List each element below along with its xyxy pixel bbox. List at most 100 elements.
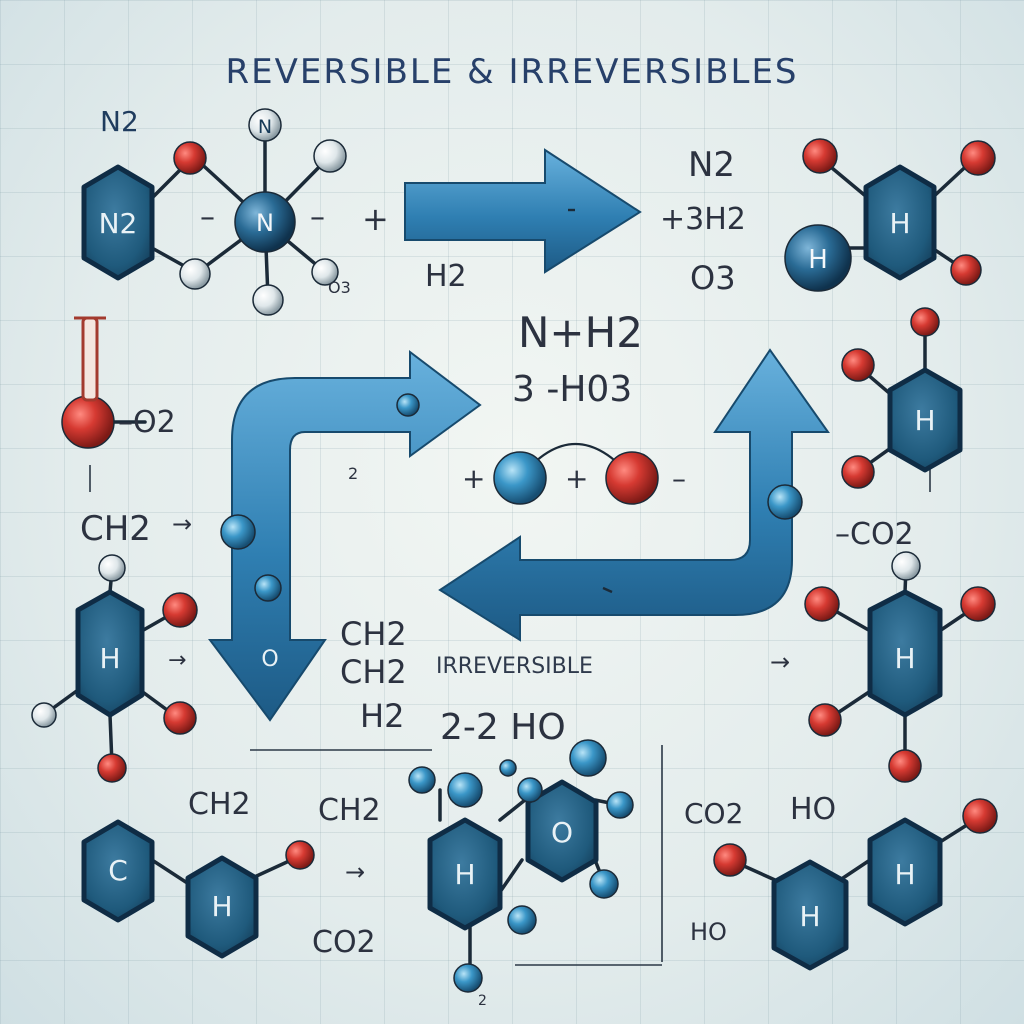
label-plus-mid-left: + [462, 462, 486, 495]
atom-red [888, 749, 922, 783]
hex-n2-label: N2 [99, 207, 138, 240]
bubble [453, 963, 483, 993]
hex-bottom-h1-label: H [211, 890, 232, 923]
hex-bottom-h2-label: H [454, 858, 475, 891]
atom-red [605, 451, 659, 505]
atom-white [891, 551, 921, 581]
label-dash-mid: – [672, 462, 686, 495]
label-n2-right: N2 [688, 145, 736, 185]
arrow-marks [568, 208, 613, 594]
atom-red [841, 455, 875, 489]
hex-bottom-o-label: O [551, 816, 573, 849]
label-3h2-right: +3H2 [660, 202, 746, 237]
equation-line-1: N+H2 [518, 308, 643, 357]
arrow-o-label: O [261, 647, 278, 672]
label-plus-top: + [362, 200, 389, 238]
label-ch2-b: CH2 [340, 653, 407, 691]
hex-bottom-c-label: C [108, 854, 128, 887]
hex-left-lower [75, 589, 145, 718]
bubble [254, 574, 282, 602]
label-arrow-left-mid: → [172, 510, 193, 538]
hex-top-right [863, 164, 937, 281]
label-co2-bottom: CO2 [312, 925, 376, 960]
hex-bottom-h1 [185, 855, 259, 959]
atom-white [179, 258, 211, 290]
atom-red [802, 138, 838, 174]
hex-bottom-right-h2-label: H [894, 858, 915, 891]
hex-n2 [81, 164, 155, 281]
label-o2-left: –O2 [118, 405, 176, 440]
flask-neck [81, 316, 99, 402]
bubble [499, 759, 517, 777]
hex-left-lower-label: H [99, 642, 120, 675]
hex-right-lower [867, 589, 943, 718]
label-dash-right: – [310, 200, 325, 235]
hex-top-right-label: H [889, 207, 910, 240]
atom-red [713, 843, 747, 877]
label-co2-bottom-right: CO2 [684, 797, 744, 830]
atom-h-right-label: H [808, 245, 828, 275]
atom-red [163, 701, 197, 735]
label-ho-small: HO [690, 918, 727, 946]
atom-red [960, 586, 996, 622]
bubble [589, 869, 619, 899]
label-arrow-left-lower: → [168, 648, 187, 673]
atom-red [804, 586, 840, 622]
bubble [447, 772, 483, 808]
equation-line-2: 3 -H03 [512, 369, 633, 410]
atom-white [31, 702, 57, 728]
label-sub-2-bottom: 2 [478, 993, 487, 1009]
atom-red [841, 348, 875, 382]
label-irreversible: IRREVERSIBLE [436, 654, 593, 679]
label-ho-bottom-right: HO [790, 792, 837, 827]
top-atom-n-label: N [258, 116, 272, 138]
atom-n-top [248, 108, 282, 142]
hex-bottom-h2 [427, 817, 503, 931]
label-h2-top: H2 [425, 259, 467, 294]
label-dash-left: – [200, 200, 215, 235]
atom-red [960, 140, 996, 176]
bubble [569, 739, 607, 777]
diagram-title: REVERSIBLE & IRREVERSIBLES [225, 52, 799, 92]
hex-mid-right-label: H [914, 404, 935, 437]
atom-red [285, 840, 315, 870]
bubble [606, 791, 634, 819]
hex-right-lower-label: H [894, 642, 915, 675]
label-arrow-bottom: → [345, 858, 366, 886]
bubble [507, 905, 537, 935]
atom-white [252, 284, 284, 316]
hex-bottom-right-h2 [867, 817, 943, 927]
atom-red [808, 703, 842, 737]
label-o3-right: O3 [690, 259, 736, 297]
label-ch2-bottom-mid: CH2 [318, 793, 381, 828]
atom-white [98, 554, 126, 582]
label-sub-2: 2 [348, 464, 359, 483]
bubble [767, 484, 803, 520]
forward-arrow [404, 148, 642, 274]
atom-white [311, 258, 339, 286]
atoms [31, 108, 998, 993]
label-ch2-bottom-left: CH2 [188, 787, 251, 822]
bubble [517, 777, 543, 803]
atom-red [962, 798, 998, 834]
label-o3-small: O3 [328, 278, 351, 297]
atom-red [162, 592, 198, 628]
label-arrow-right-mid: → [770, 648, 791, 676]
label-co2-right: –CO2 [835, 517, 914, 552]
label-n2-top-left: N2 [100, 105, 139, 138]
atom-red [97, 753, 127, 783]
hex-mid-right [887, 367, 963, 473]
hex-bottom-right-h1 [771, 859, 849, 971]
return-arrow-up [438, 348, 830, 642]
atom-blue [493, 451, 547, 505]
bent-arrow-down [208, 349, 482, 722]
bubble [220, 514, 256, 550]
label-reaction-2-2-ho: 2-2 HO [440, 707, 566, 748]
label-plus-mid: + [565, 462, 589, 495]
atom-red [173, 141, 207, 175]
bubble [408, 766, 436, 794]
atom-red [950, 254, 982, 286]
